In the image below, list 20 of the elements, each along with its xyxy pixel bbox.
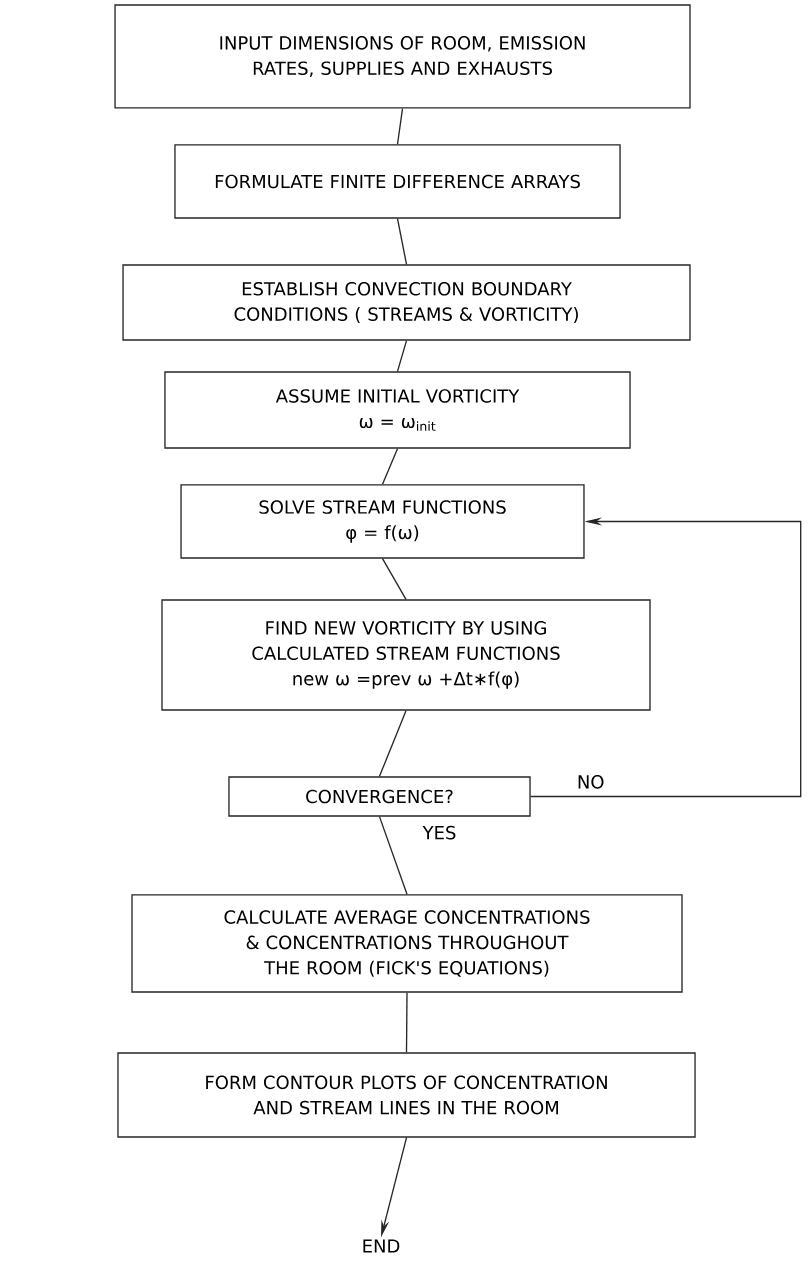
connector-line — [396, 107, 404, 145]
edge-label: YES — [421, 824, 458, 841]
edge-label: NO — [575, 773, 606, 790]
process-box: ASSUME INITIAL VORTICITY ω = ω$_{init}$ — [164, 371, 631, 449]
process-box: FORM CONTOUR PLOTS OF CONCENTRATION AND STREAM LINES IN THE ROOM — [117, 1052, 696, 1138]
process-box: CALCULATE AVERAGE CONCENTRATIONS & CONCENTRATIONS THROUGHOUT THE ROOM (FICK'S EQUATIONS) — [131, 894, 683, 993]
connector-line — [378, 710, 407, 778]
decision-box: CONVERGENCE? — [228, 776, 531, 817]
process-box: SOLVE STREAM FUNCTIONS φ = f(ω) — [180, 484, 585, 559]
connector-line — [405, 992, 408, 1053]
end-label: END — [363, 1239, 400, 1253]
connector-line — [381, 558, 407, 600]
process-box: INPUT DIMENSIONS OF ROOM, EMISSION RATES, SUPPLIES AND EXHAUSTS — [114, 4, 691, 109]
connector-line — [396, 339, 408, 372]
process-box: FIND NEW VORTICITY BY USING CALCULATED STREAM FUNCTIONS new ω =prev ω +Δt∗f(φ) — [161, 599, 651, 711]
connector-line — [378, 815, 408, 895]
connector-line — [381, 448, 399, 485]
process-box: FORMULATE FINITE DIFFERENCE ARRAYS — [174, 144, 621, 219]
process-box: ESTABLISH CONVECTION BOUNDARY CONDITIONS ( STREAMS & VORTICITY) — [122, 264, 691, 341]
connector-line — [396, 218, 408, 266]
